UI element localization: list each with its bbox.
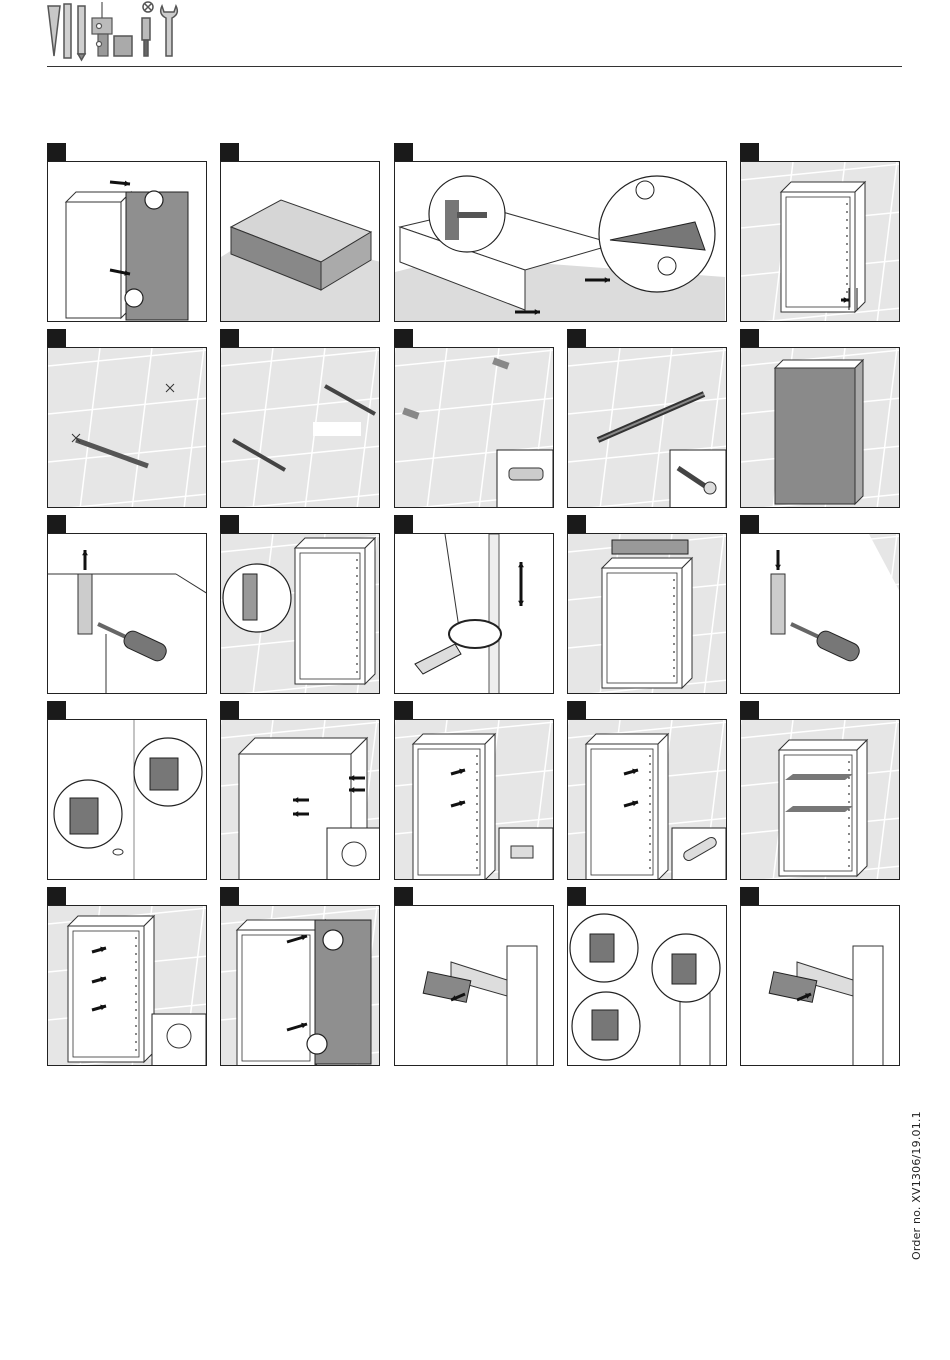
step-marker [220, 887, 239, 905]
step-marker [220, 515, 239, 533]
step-drawing [568, 720, 727, 880]
step-illustration-mount-rail [567, 347, 727, 508]
step-drawing [741, 534, 900, 694]
header-tool-icons [44, 0, 194, 62]
step-drawing [395, 348, 554, 508]
step-illustration-box-on-floor [220, 161, 380, 322]
step-marker [394, 887, 413, 905]
step-illustration-insert-shelves [740, 719, 900, 880]
step-illustration-tighten-hanger [740, 533, 900, 694]
step-drawing [221, 720, 380, 880]
step-marker [220, 701, 239, 719]
step-marker [740, 701, 759, 719]
step-illustration-level-check [567, 533, 727, 694]
step-marker [567, 887, 586, 905]
wrench-icon [161, 6, 178, 56]
step-drawing [48, 348, 207, 508]
header-rule [47, 66, 902, 67]
step-marker [47, 887, 66, 905]
step-illustration-hanger-detail [220, 533, 380, 694]
step-marker [740, 329, 759, 347]
step-marker [394, 701, 413, 719]
spirit-level-icon [48, 4, 71, 58]
step-illustration-shelf-supports [394, 719, 554, 880]
step-illustration-drill-holes [220, 347, 380, 508]
step-illustration-hinge-adjust [567, 905, 727, 1066]
step-illustration-bumper-detail [47, 719, 207, 880]
step-illustration-insert-bumpers [220, 719, 380, 880]
step-illustration-hinge-cover-2 [740, 905, 900, 1066]
step-illustration-adjust-hanger [47, 533, 207, 694]
drill-icon [92, 2, 112, 56]
step-illustration-remove-door [47, 161, 207, 322]
step-drawing [395, 162, 727, 322]
step-drawing [568, 534, 727, 694]
step-drawing [48, 906, 207, 1066]
step-drawing [395, 534, 554, 694]
step-marker [567, 329, 586, 347]
step-illustration-mark-wall [47, 347, 207, 508]
step-illustration-shelf-bumpers [47, 905, 207, 1066]
step-drawing [48, 162, 207, 322]
step-drawing [221, 348, 380, 508]
step-marker [394, 329, 413, 347]
step-drawing [395, 720, 554, 880]
step-drawing [221, 534, 380, 694]
step-drawing [741, 906, 900, 1066]
step-illustration-attach-door [220, 905, 380, 1066]
step-marker [47, 515, 66, 533]
step-marker [740, 887, 759, 905]
step-drawing [48, 720, 207, 880]
step-marker [47, 329, 66, 347]
order-number: Order no. XV1306/19.01.1 [910, 1110, 930, 1260]
step-marker [567, 515, 586, 533]
step-illustration-hang-cabinet [740, 347, 900, 508]
step-drawing [221, 162, 380, 322]
step-drawing [741, 720, 900, 880]
pencil-icon [78, 6, 85, 60]
step-illustration-wrench-adjust [394, 533, 554, 694]
step-marker [220, 329, 239, 347]
step-drawing [48, 534, 207, 694]
step-marker [394, 143, 413, 161]
step-drawing [741, 348, 900, 508]
screwdriver-icon [114, 2, 153, 56]
step-marker [47, 143, 66, 161]
step-drawing [221, 906, 380, 1066]
step-drawing [568, 348, 727, 508]
step-marker [47, 701, 66, 719]
step-illustration-shelf-pins [567, 719, 727, 880]
step-marker [220, 143, 239, 161]
step-marker [740, 515, 759, 533]
step-illustration-measure-cabinet [740, 161, 900, 322]
step-drawing [568, 906, 727, 1066]
step-marker [394, 515, 413, 533]
step-illustration-bracket-detail [394, 161, 727, 322]
step-drawing [741, 162, 900, 322]
step-illustration-hinge-cover [394, 905, 554, 1066]
step-marker [740, 143, 759, 161]
step-illustration-wall-plugs [394, 347, 554, 508]
step-marker [567, 701, 586, 719]
step-drawing [395, 906, 554, 1066]
